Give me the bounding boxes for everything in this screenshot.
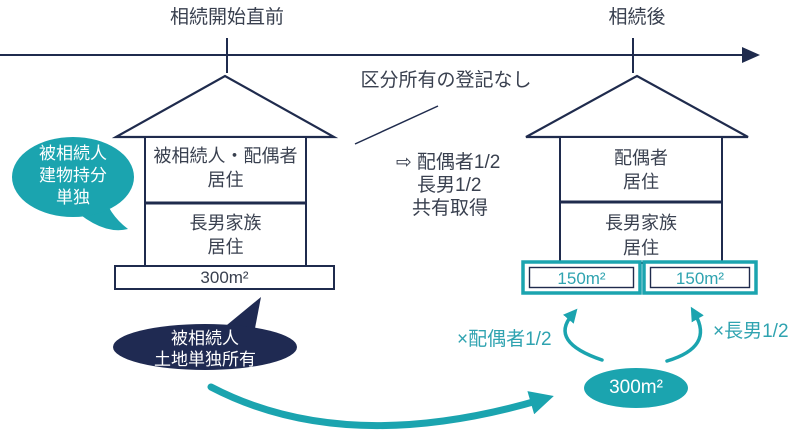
transfer-line-spouse: ⇨配偶者1/2 [396, 151, 500, 174]
house-after-body [559, 136, 723, 264]
timeline-label-after: 相続後 [608, 7, 666, 28]
building-bubble-line3: 単独 [56, 188, 90, 207]
split-label-son: ×長男1/2 [713, 321, 789, 342]
timeline-label-before: 相続開始直前 [169, 7, 284, 28]
house-before-lower-floor-status: 居住 [207, 237, 244, 257]
house-before-roof [111, 74, 339, 139]
annotation-no-partition-registration: 区分所有の登記なし [360, 70, 532, 91]
land-pool-area: 300m² [609, 377, 663, 398]
land-parcel-right-inner [649, 266, 751, 289]
land-parcel-left-inner [528, 266, 635, 289]
house-before-land-area: 300m² [200, 268, 249, 287]
land-pool-shape [584, 368, 688, 408]
transfer-block: ⇨配偶者1/2 長男1/2 共有取得 [396, 151, 500, 220]
land-transfer-arrow [207, 383, 554, 430]
split-label-spouse: ×配偶者1/2 [457, 329, 552, 350]
land-bubble-line1: 被相続人 [171, 329, 239, 348]
house-after-roof [525, 74, 749, 139]
house-after-lower-floor-status: 居住 [623, 238, 659, 258]
split-arrow-son [665, 306, 704, 363]
house-after-lower-floor-occupant: 長男家族 [605, 213, 677, 233]
land-bubble-shape [113, 324, 297, 370]
transfer-arrow-icon: ⇨ [396, 152, 412, 173]
split-arrow-spouse [563, 308, 604, 362]
land-bubble-text: 被相続人 土地単独所有 [113, 328, 297, 370]
transfer-spouse-share: 配偶者1/2 [416, 152, 501, 173]
house-before-lower-floor-occupant: 長男家族 [189, 213, 262, 233]
house-after-upper-floor-status: 居住 [623, 172, 659, 192]
land-parcel-left-area: 150m² [557, 269, 606, 288]
building-bubble-line1: 被相続人 [39, 144, 107, 163]
transfer-son-share: 長男1/2 [417, 175, 482, 196]
land-bubble-line2: 土地単独所有 [154, 350, 256, 369]
land-parcel-right-area: 150m² [675, 269, 725, 288]
building-bubble-text: 被相続人 建物持分 単独 [13, 143, 133, 209]
house-after-upper-floor-occupant: 配偶者 [614, 148, 668, 168]
timeline-arrowhead-icon [742, 47, 760, 63]
house-before-upper-floor-status: 居住 [207, 170, 244, 190]
transfer-joint-acquisition: 共有取得 [412, 198, 489, 219]
building-bubble-shape [12, 137, 134, 217]
house-before-upper-floor-occupant: 被相続人・配偶者 [153, 146, 298, 166]
annotation-leader-line [354, 105, 439, 145]
house-before-land [114, 265, 335, 290]
building-bubble-line2: 建物持分 [39, 166, 107, 185]
